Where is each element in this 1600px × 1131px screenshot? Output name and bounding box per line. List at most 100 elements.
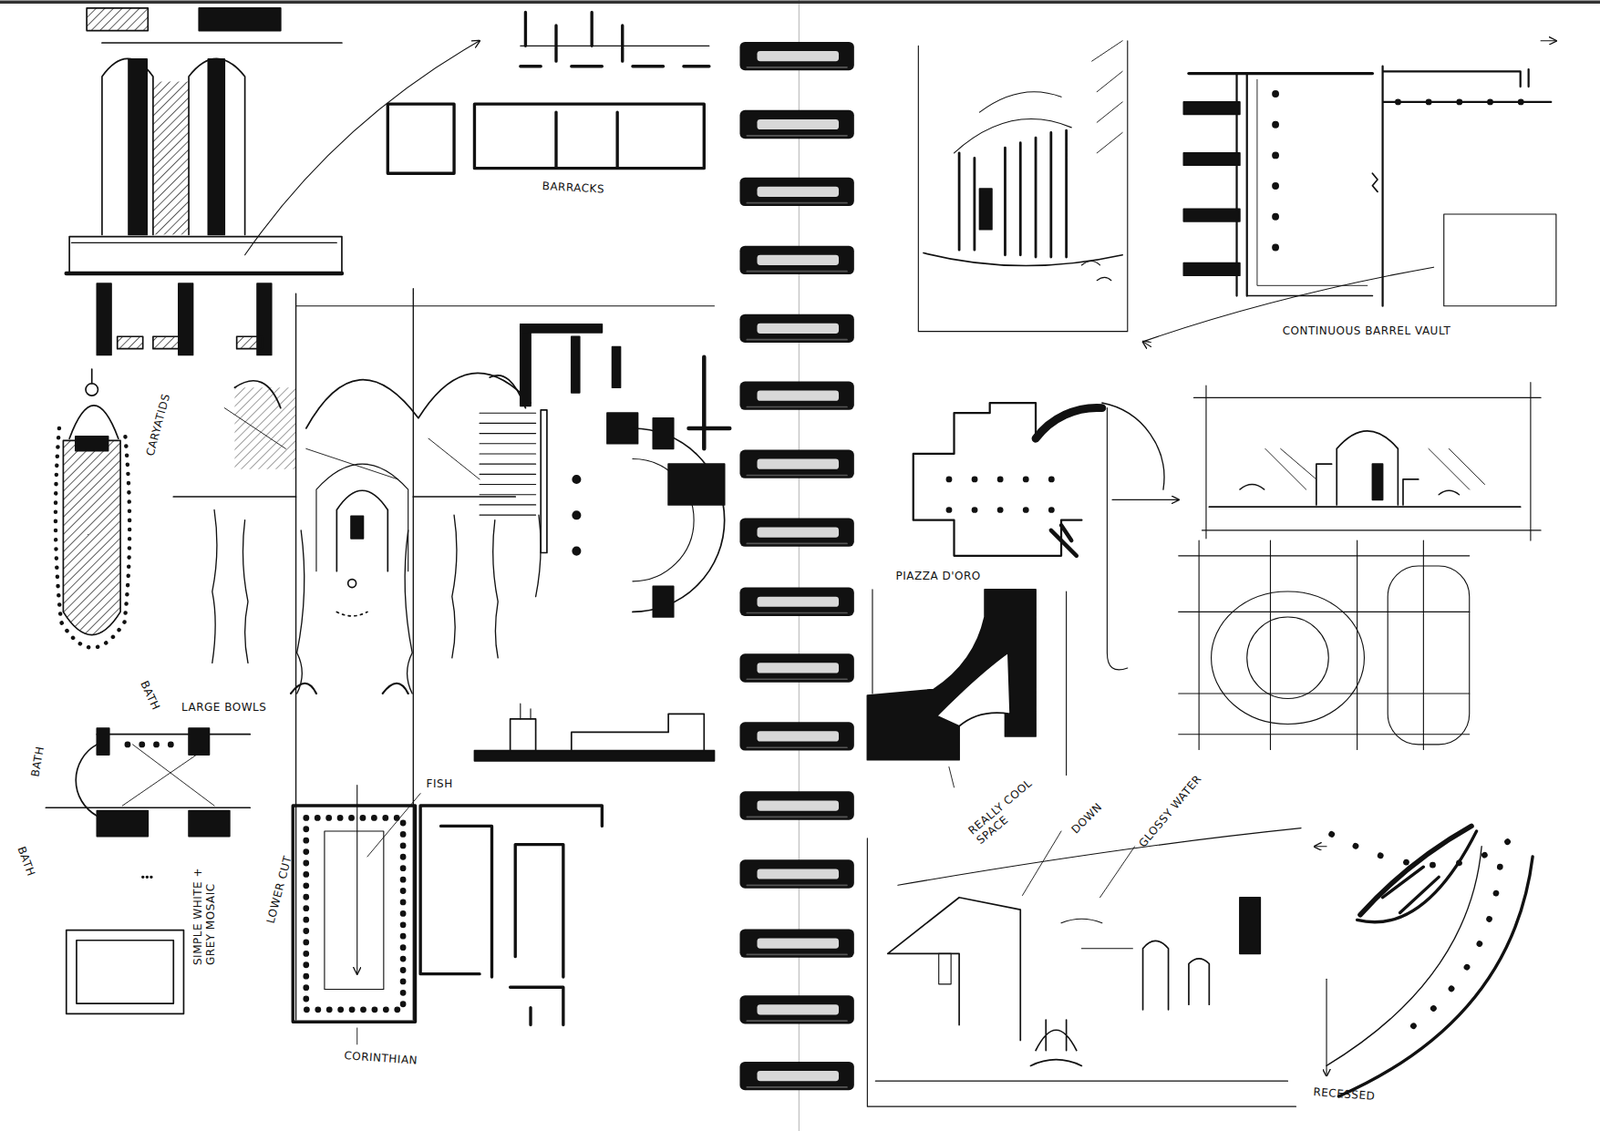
barracks-plan-stroke — [525, 11, 622, 62]
ruin-perspective-stroke — [336, 611, 368, 616]
recessed-plan-stroke — [1314, 846, 1327, 847]
garden-perspective-stroke — [867, 838, 1296, 1107]
recessed-plan-stroke — [1357, 831, 1477, 923]
apse-plan-stroke — [479, 412, 537, 516]
garden-perspective — [867, 828, 1301, 1107]
page-gutter-stroke — [798, 0, 800, 1131]
arcade-elevation-stroke — [178, 283, 194, 355]
binding-ring-stroke — [746, 1086, 847, 1089]
binding-ring-stroke — [746, 612, 847, 615]
arcade-elevation-stroke — [71, 242, 337, 244]
fountain-grid-stroke — [1198, 540, 1424, 750]
piazza-plan — [867, 589, 1066, 788]
colonnade-perspective-stroke — [954, 92, 1073, 154]
binding-ring-stroke — [746, 678, 847, 681]
domed-plan-stroke — [949, 479, 1072, 511]
piazza-plan-stroke — [872, 589, 1067, 776]
site-section-stroke — [520, 703, 531, 720]
arcade-elevation-stroke — [237, 336, 263, 349]
vault-plan-stroke — [1143, 341, 1152, 348]
domed-plan-stroke — [913, 402, 1083, 557]
garden-perspective-stroke — [1143, 940, 1210, 1011]
binding-ring-stroke — [746, 406, 847, 409]
binding-ring-stroke — [739, 791, 854, 820]
binding-ring — [739, 110, 854, 139]
barracks-plan-stroke — [520, 45, 710, 47]
corinthian-plan-stroke — [306, 817, 403, 1010]
bath-plan — [45, 728, 250, 878]
ruin-elevation-stroke — [1208, 505, 1520, 508]
binding-ring — [739, 314, 854, 343]
arcade-elevation-stroke — [153, 336, 179, 349]
vault-plan-stroke — [1397, 99, 1551, 106]
piazza-plan-stroke — [949, 767, 955, 788]
ruin-perspective-stroke — [290, 683, 409, 694]
binding-ring — [739, 722, 854, 751]
arcade-elevation-stroke — [96, 283, 112, 355]
binding-ring-stroke — [739, 722, 854, 751]
vault-plan-stroke — [1183, 102, 1240, 114]
binding-ring-stroke — [739, 177, 854, 207]
binding-ring-stroke — [756, 255, 839, 266]
domed-plan-stroke — [1035, 407, 1103, 439]
arcade-elevation-stroke — [66, 271, 342, 276]
binding-ring-stroke — [739, 246, 854, 275]
apse-plan-stroke — [652, 418, 673, 450]
annotation-label: CARYATIDS — [143, 391, 175, 461]
colonnade-perspective-stroke — [959, 130, 1067, 258]
ruin-elevation-stroke — [1372, 464, 1383, 500]
recessed-plan-stroke — [1338, 856, 1533, 1097]
binding-ring — [739, 177, 854, 207]
apse-plan-stroke — [520, 324, 603, 333]
vault-plan-stroke — [1188, 72, 1373, 75]
vault-plan-stroke — [1247, 173, 1378, 296]
mosaic-panel — [66, 930, 185, 1015]
binding-ring-stroke — [746, 816, 847, 819]
bath-plan-stroke — [188, 811, 230, 837]
ruin-elevation — [1194, 382, 1542, 541]
binding-ring — [739, 381, 854, 411]
corinthian-plan-stroke — [292, 805, 415, 1022]
binding-ring-stroke — [746, 202, 847, 205]
arcade-elevation-stroke — [117, 336, 144, 349]
caryatid-plan-stroke — [62, 440, 121, 635]
arcade-elevation-stroke — [245, 41, 480, 256]
garden-perspective-stroke — [939, 953, 951, 985]
apse-plan-stroke — [571, 479, 581, 557]
arcade-elevation-stroke — [153, 82, 189, 236]
binding-ring — [739, 859, 854, 888]
binding-ring — [739, 449, 854, 478]
caryatid-plan-stroke — [75, 436, 109, 452]
ruin-perspective-stroke — [316, 464, 409, 571]
garden-perspective-stroke — [1239, 898, 1260, 955]
vault-plan-stroke — [1183, 263, 1240, 276]
annotation-label: CORINTHIAN — [341, 1049, 421, 1070]
binding-ring — [739, 246, 854, 275]
corinthian-plan-stroke — [420, 805, 602, 1026]
fountain-grid-stroke — [1387, 566, 1470, 745]
binding-ring-stroke — [756, 868, 839, 879]
binding-ring-stroke — [756, 527, 839, 538]
vault-plan-stroke — [1183, 153, 1240, 166]
binding-ring-stroke — [746, 954, 847, 957]
binding-ring-stroke — [746, 884, 847, 887]
binding-ring-stroke — [739, 314, 854, 343]
caryatid-plan-stroke — [91, 369, 93, 384]
binding-ring — [739, 929, 854, 958]
domed-plan — [913, 402, 1179, 671]
annotation-label: DOWN — [1067, 799, 1107, 839]
recessed-plan-stroke — [1326, 846, 1482, 1067]
site-section-stroke — [510, 713, 705, 751]
annotation-label: BATH — [28, 743, 49, 781]
recessed-plan — [1314, 825, 1534, 1097]
binding-ring — [739, 588, 854, 617]
annotation-label: SIMPLE WHITE + GREY MOSAIC — [191, 843, 219, 968]
spiral-binding — [739, 41, 854, 1091]
ruin-elevation-stroke — [1336, 431, 1398, 506]
arcade-elevation-stroke — [102, 41, 342, 44]
binding-ring-stroke — [746, 543, 847, 546]
arcade-elevation-stroke — [102, 58, 154, 235]
